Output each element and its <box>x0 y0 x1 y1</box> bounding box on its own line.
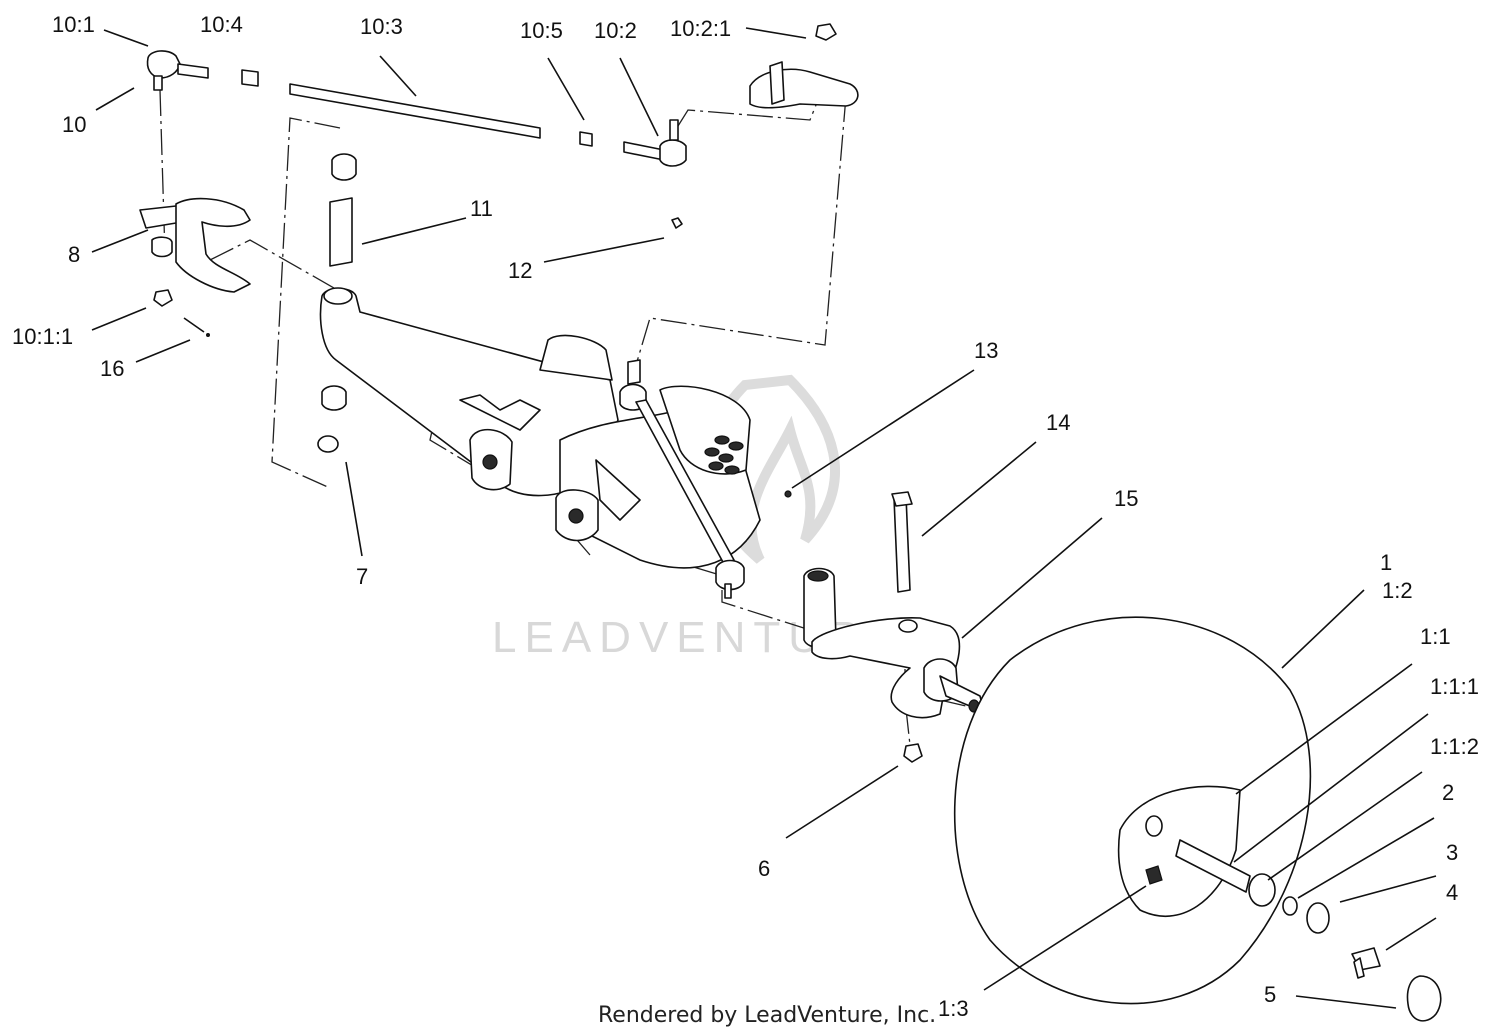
callout-1-1-2: 1:1:2 <box>1430 734 1479 759</box>
callout-10-5: 10:5 <box>520 18 563 43</box>
axle-bracket-left <box>459 394 541 431</box>
callout-10-2: 10:2 <box>594 18 637 43</box>
wheel-assembly <box>953 616 1442 1022</box>
bushing-8 <box>151 236 173 258</box>
callout-1-1: 1:1 <box>1420 624 1451 649</box>
steering-arm-hole <box>898 619 918 633</box>
callout-10-4: 10:4 <box>200 12 243 37</box>
front-axle-body <box>319 287 792 569</box>
callout-10-1-1: 10:1:1 <box>12 324 73 349</box>
tire-1-2 <box>953 616 1312 1005</box>
hub-cap-5 <box>1406 975 1442 1022</box>
callout-1: 1 <box>1380 550 1392 575</box>
ball-joint-left <box>146 50 181 79</box>
ball-joint-right-shank <box>623 141 665 161</box>
left-spindle-group <box>139 197 251 307</box>
grease-fitting-16 <box>206 333 210 337</box>
callout-1-3: 1:3 <box>938 996 969 1021</box>
bushing-lower <box>321 385 347 411</box>
drag-link-rod <box>635 399 735 565</box>
callout-11: 11 <box>470 196 493 221</box>
spindle-post-bore <box>807 570 829 582</box>
nut-10-1-1 <box>153 289 173 307</box>
jam-nut-left <box>241 69 259 87</box>
valve-stem-1-3 <box>1145 865 1163 885</box>
callout-4: 4 <box>1446 880 1458 905</box>
callout-labels: 10:1 10:4 10:3 10:5 10:2 10:2:1 10 11 8 … <box>12 12 1479 1021</box>
rim-hub-hole <box>1145 815 1163 837</box>
bushing-upper <box>331 153 357 181</box>
steering-plate <box>659 385 751 475</box>
ball-joint-left-stud <box>153 75 163 91</box>
bearing-1-1-1 <box>1248 873 1276 907</box>
ball-joint-right <box>659 139 687 167</box>
bolt-14-head <box>891 491 913 507</box>
mount-hole-right <box>568 508 584 524</box>
lock-nut-10-2-1 <box>815 23 837 41</box>
callout-10: 10 <box>62 112 86 137</box>
callout-16: 16 <box>100 356 124 381</box>
callout-12: 12 <box>508 258 532 283</box>
tie-rod-tube <box>289 83 541 139</box>
jam-nut-right <box>579 131 593 147</box>
bolt-14 <box>893 495 911 593</box>
tie-rod-assembly <box>146 23 859 229</box>
callout-1-2: 1:2 <box>1382 578 1413 603</box>
callout-1-1-1: 1:1:1 <box>1430 674 1479 699</box>
callout-10-3: 10:3 <box>360 14 403 39</box>
drag-link-end-lower <box>715 559 745 591</box>
spacer-tube-11 <box>329 197 353 267</box>
axle-pivot-top <box>323 287 353 305</box>
drag-link-stud-lower <box>724 583 732 599</box>
steering-arm-right <box>749 68 859 109</box>
callout-15: 15 <box>1114 486 1138 511</box>
axle-gusset <box>595 459 641 521</box>
callout-10-2-1: 10:2:1 <box>670 16 731 41</box>
render-credit: Rendered by LeadVenture, Inc. <box>598 1003 936 1028</box>
lock-nut-12 <box>671 217 683 229</box>
bolt-4-shank <box>1353 957 1365 979</box>
steering-plate-slots <box>704 435 744 475</box>
callout-5: 5 <box>1264 982 1276 1007</box>
ball-joint-left-shank <box>177 63 209 79</box>
steering-arm-spline <box>769 61 785 105</box>
mount-hole-left <box>482 454 498 470</box>
bearing-1-1-2 <box>1282 896 1298 916</box>
nut-6 <box>903 743 923 763</box>
grease-fitting-13 <box>784 490 792 498</box>
leader-lines <box>91 27 1437 1009</box>
callout-10-1: 10:1 <box>52 12 95 37</box>
callout-8: 8 <box>68 242 80 267</box>
right-spindle-group <box>803 491 985 763</box>
callout-2: 2 <box>1442 780 1454 805</box>
drag-link <box>619 359 745 599</box>
drag-link-stud-upper <box>627 359 641 385</box>
callout-7: 7 <box>356 564 368 589</box>
pivot-bushings <box>206 153 357 453</box>
washer-3 <box>1306 902 1330 934</box>
axle-mount-plate-upper <box>539 334 613 381</box>
callout-6: 6 <box>758 856 770 881</box>
spindle-bracket-left <box>175 197 251 293</box>
steering-arm-15 <box>811 617 961 719</box>
callout-3: 3 <box>1446 840 1458 865</box>
callout-14: 14 <box>1046 410 1070 435</box>
ball-joint-right-stud <box>669 119 679 141</box>
callout-13: 13 <box>974 338 998 363</box>
wheel-axle-sleeve <box>1175 839 1251 893</box>
washer-7 <box>317 435 339 453</box>
